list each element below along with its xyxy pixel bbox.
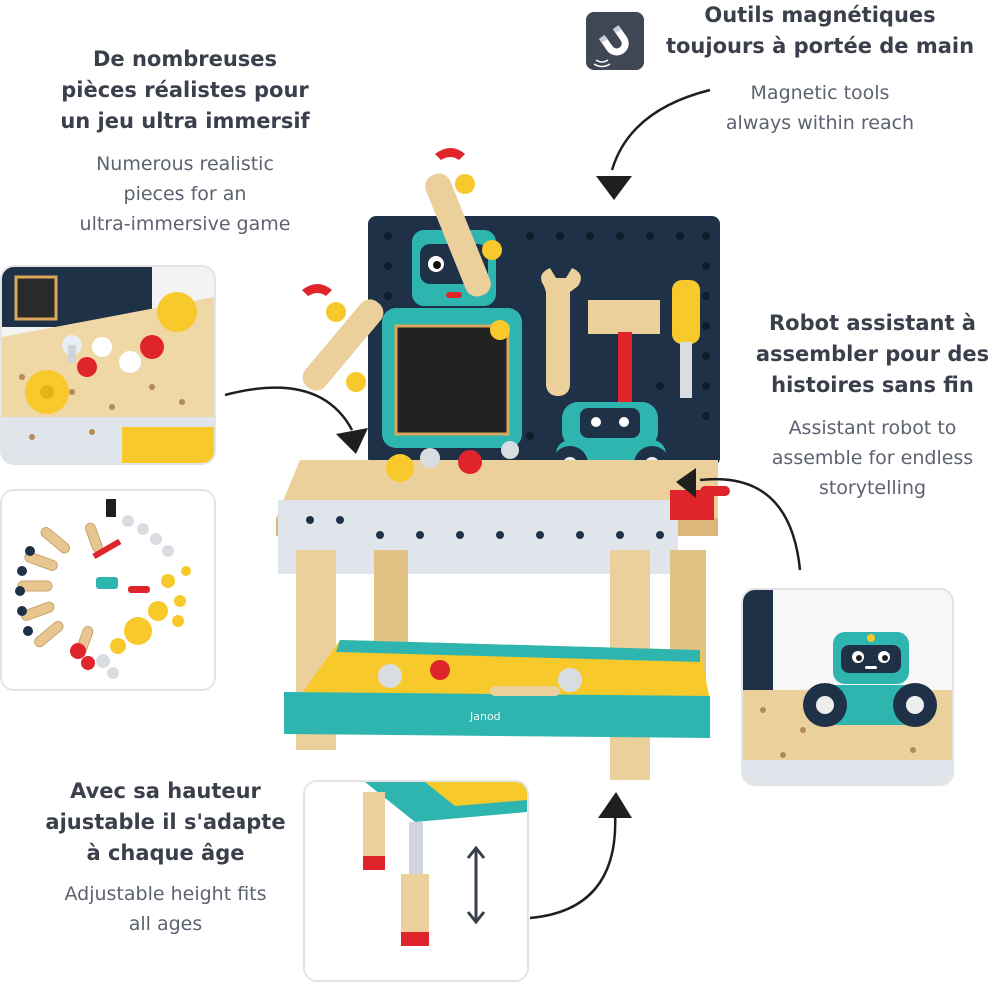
arrow-magnetic: [610, 88, 711, 171]
feature-pieces-title: De nombreuses pièces réalistes pour un j…: [40, 44, 330, 137]
robot-closeup-image: [743, 590, 952, 784]
arrowhead-height: [598, 792, 632, 818]
inset-pieces-spread: [0, 489, 216, 691]
caption-line: ultra-immersive game: [79, 213, 291, 235]
arrowhead-magnetic: [596, 176, 632, 200]
caption-line: assemble for endless: [771, 447, 974, 469]
caption-line: storytelling: [818, 477, 927, 499]
title-line: ajustable il s'adapte: [45, 810, 286, 834]
feature-robot-caption: Assistant robot to assemble for endless …: [745, 413, 1000, 503]
title-line: toujours à portée de main: [665, 34, 975, 58]
feature-height-caption: Adjustable height fits all ages: [28, 879, 303, 939]
brand-logo: Janod: [469, 710, 501, 723]
arrow-height: [529, 811, 617, 920]
pieces-spread-image: [2, 491, 214, 689]
title-line: un jeu ultra immersif: [60, 109, 310, 133]
feature-magnetic: Outils magnétiques toujours à portée de …: [650, 0, 990, 138]
caption-line: Numerous realistic: [96, 153, 274, 175]
inset-pieces-closeup: [0, 265, 216, 465]
screwdriver-tool: [672, 280, 700, 344]
title-line: De nombreuses: [92, 47, 278, 71]
feature-robot-title: Robot assistant à assembler pour des his…: [745, 308, 1000, 401]
feature-robot: Robot assistant à assembler pour des his…: [745, 308, 1000, 503]
title-line: Outils magnétiques: [704, 3, 936, 27]
caption-line: Adjustable height fits: [64, 883, 267, 905]
title-line: histoires sans fin: [771, 373, 974, 397]
title-line: assembler pour des: [755, 342, 990, 366]
caption-line: Assistant robot to: [788, 417, 957, 439]
caption-line: always within reach: [725, 112, 915, 134]
height-adjust-image: [305, 782, 527, 980]
pieces-closeup-image: [2, 267, 214, 463]
title-line: Avec sa hauteur: [70, 779, 261, 803]
feature-pieces: De nombreuses pièces réalistes pour un j…: [40, 44, 330, 239]
wrench-tool: [541, 268, 581, 396]
caption-line: pieces for an: [123, 183, 247, 205]
feature-height-title: Avec sa hauteur ajustable il s'adapte à …: [28, 776, 303, 869]
hammer-tool: [588, 300, 660, 334]
up-down-arrow-icon: [466, 845, 486, 925]
arrow-robot: [699, 477, 802, 571]
inset-robot: [741, 588, 954, 786]
arrow-pieces: [224, 386, 354, 431]
title-line: pièces réalistes pour: [61, 78, 309, 102]
feature-magnetic-title: Outils magnétiques toujours à portée de …: [650, 0, 990, 62]
feature-height: Avec sa hauteur ajustable il s'adapte à …: [28, 776, 303, 939]
caption-line: all ages: [128, 913, 203, 935]
feature-magnetic-caption: Magnetic tools always within reach: [650, 78, 990, 138]
arrowhead-pieces: [336, 428, 368, 454]
title-line: Robot assistant à: [769, 311, 976, 335]
title-line: à chaque âge: [86, 841, 245, 865]
inset-height-adjust: [303, 780, 529, 982]
workbench-product-image: Janod: [276, 148, 730, 780]
caption-line: Magnetic tools: [750, 82, 890, 104]
magnet-icon: [586, 12, 644, 70]
arrowhead-robot: [676, 468, 696, 498]
feature-pieces-caption: Numerous realistic pieces for an ultra-i…: [40, 149, 330, 239]
